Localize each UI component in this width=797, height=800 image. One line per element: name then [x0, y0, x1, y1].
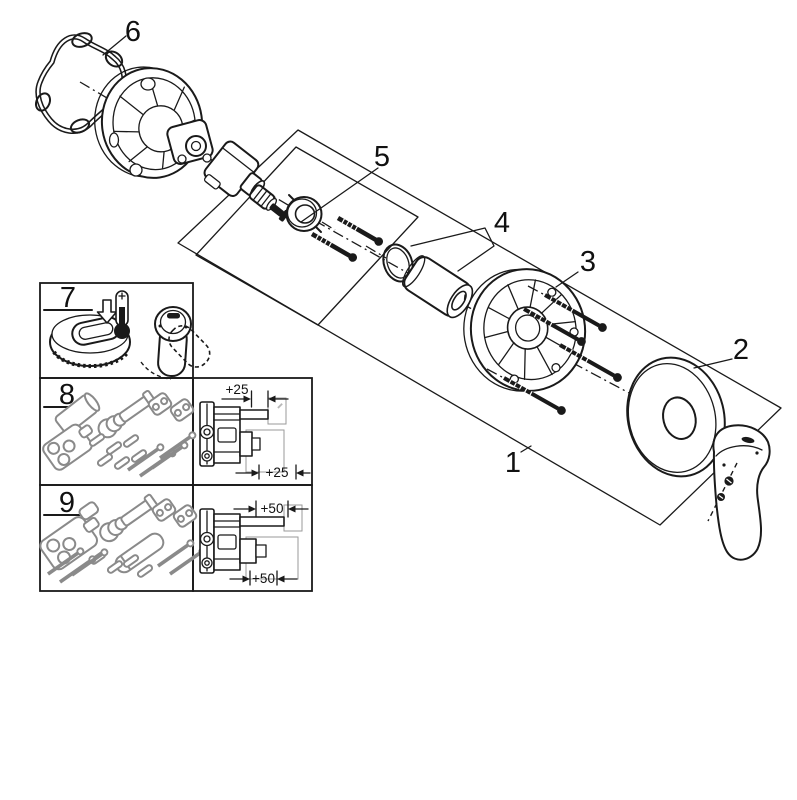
- fixing-screws: [310, 214, 386, 263]
- install-view-25: +25 +25: [199, 382, 311, 480]
- wall-section: [267, 397, 287, 425]
- temperature-limit-stop: [49, 314, 131, 369]
- callout-8: 8: [59, 379, 75, 411]
- extension-kit-25-parts: 8: [42, 379, 199, 481]
- dimension-25-top: +25: [221, 382, 289, 408]
- kit9-clamp-b: [172, 504, 198, 528]
- dimension-50-bottom: +50: [229, 570, 298, 586]
- dimension-25-bottom: +25: [235, 464, 311, 480]
- kit9-clamp-a: [151, 498, 177, 522]
- mounting-body: [94, 66, 214, 179]
- leader-1: [520, 445, 532, 453]
- carrier-screws: [486, 285, 626, 419]
- stem-adapter: [248, 184, 278, 211]
- rotating-lever-icon: [140, 306, 211, 380]
- callout-3: 3: [580, 246, 596, 278]
- callout-9: 9: [59, 487, 75, 519]
- thermometer-icon: [114, 290, 130, 339]
- extension-kit-50-parts: 9: [39, 487, 209, 587]
- down-arrow-icon: [96, 299, 118, 324]
- group-outline-trim-set: [177, 129, 782, 526]
- svg-text:+50: +50: [252, 571, 275, 586]
- callout-2: 2: [733, 334, 749, 366]
- kit8-spindle: [97, 389, 158, 439]
- dimension-50-top: +50: [233, 500, 309, 518]
- svg-text:+25: +25: [266, 465, 289, 480]
- lever-handle: [712, 424, 771, 561]
- kit8-clamp-b: [169, 398, 195, 422]
- kit8-sleeve: [54, 392, 101, 435]
- callout-4: 4: [494, 207, 510, 239]
- carrier-plate: [463, 268, 587, 392]
- svg-text:+25: +25: [226, 382, 249, 397]
- callout-labels: 6 5 4 3 2 1: [102, 16, 749, 479]
- box-9-install: [192, 484, 313, 592]
- leader-3: [555, 271, 579, 288]
- install-view-50: +50 +50: [199, 500, 309, 586]
- leader-2: [693, 358, 733, 369]
- callout-6: 6: [125, 16, 141, 48]
- group-outline-fixing-kit: [195, 146, 419, 326]
- leader-5: [300, 167, 379, 223]
- leader-6: [102, 35, 127, 56]
- retaining-ring: [285, 194, 323, 233]
- escutcheon-plate: [626, 356, 726, 478]
- kit9-tube: [114, 532, 165, 574]
- kit8-clamp-a: [147, 392, 173, 416]
- temperature-limiter-kit: 7: [43, 282, 211, 380]
- callout-1: 1: [505, 447, 521, 479]
- callout-5: 5: [374, 141, 390, 173]
- callout-7: 7: [60, 282, 76, 314]
- svg-text:+50: +50: [261, 501, 284, 516]
- handle-screws: [707, 462, 738, 522]
- extension-sleeve: [402, 255, 474, 319]
- kit8-bracket: [42, 423, 93, 471]
- bracket-sleeve-group: [410, 227, 495, 272]
